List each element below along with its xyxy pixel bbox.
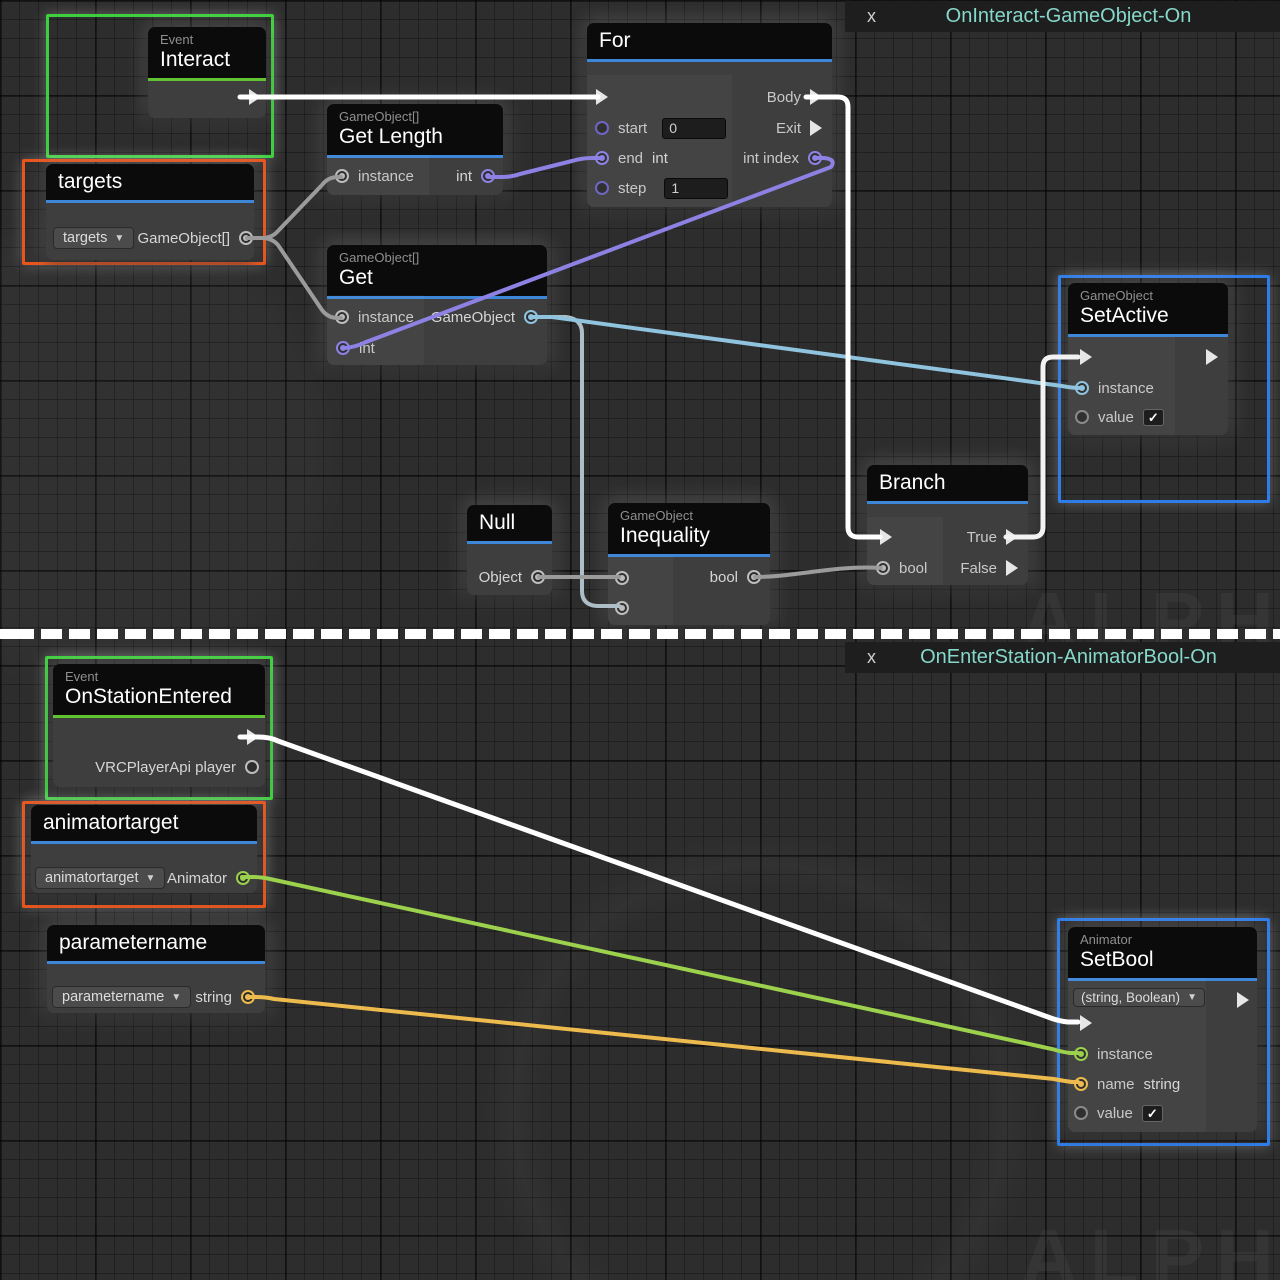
- node-null[interactable]: Null Object: [467, 505, 552, 595]
- start-value-field[interactable]: [662, 117, 727, 139]
- node-variable-animatortarget[interactable]: animatortarget animatortarget ▼ Animator: [31, 805, 257, 893]
- graph-tab-title: OnEnterStation-AnimatorBool-On: [920, 646, 1217, 668]
- background-ghost: [480, 830, 1040, 1280]
- node-kind-label: Event: [160, 32, 194, 47]
- flow-in-port[interactable]: [880, 529, 892, 545]
- output-type-label: GameObject[]: [137, 229, 230, 247]
- step-value-field[interactable]: [664, 177, 729, 199]
- node-get[interactable]: GameObject[] Get instance int GameObject: [327, 245, 547, 365]
- port-int-output[interactable]: [481, 169, 495, 183]
- node-title: SetActive: [1080, 304, 1169, 327]
- wire-animator-to-setbool-instance[interactable]: [240, 875, 1080, 1055]
- node-event-onstationentered[interactable]: Event OnStationEntered VRCPlayerApi play…: [53, 664, 265, 787]
- node-event-interact[interactable]: Event Interact: [148, 27, 266, 118]
- node-title: Branch: [879, 471, 946, 494]
- port-animator-output[interactable]: [236, 871, 250, 885]
- node-title: animatortarget: [43, 811, 179, 834]
- flow-out-port[interactable]: [249, 89, 261, 105]
- node-title: Inequality: [620, 524, 710, 547]
- graph-tab-top[interactable]: x OnInteract-GameObject-On: [845, 1, 1280, 32]
- node-variable-parametername[interactable]: parametername parametername ▼ string: [47, 925, 265, 1013]
- node-title: SetBool: [1080, 948, 1154, 971]
- overload-select-dropdown[interactable]: (string, Boolean) ▼: [1073, 987, 1205, 1007]
- port-value-input[interactable]: [1074, 1106, 1088, 1120]
- flow-true-out-port[interactable]: [1006, 529, 1018, 545]
- port-name-input[interactable]: [1074, 1077, 1088, 1091]
- port-bool-input[interactable]: [876, 561, 890, 575]
- value-checkbox[interactable]: ✓: [1142, 408, 1164, 426]
- port-object-output[interactable]: [531, 570, 545, 584]
- graph-tab-title: OnInteract-GameObject-On: [945, 5, 1192, 27]
- wire-inequality-to-branch-bool[interactable]: [753, 565, 883, 579]
- port-int-index-output[interactable]: [808, 151, 822, 165]
- node-title: Get: [339, 266, 373, 289]
- port-instance-input[interactable]: [1074, 1047, 1088, 1061]
- flow-false-out-port[interactable]: [1006, 560, 1018, 576]
- node-kind-label: GameObject[]: [339, 250, 420, 265]
- wire-onstationentered-to-setbool[interactable]: [237, 734, 1081, 1025]
- port-instance-input[interactable]: [335, 169, 349, 183]
- port-step-input[interactable]: [595, 181, 609, 195]
- port-a-input[interactable]: [615, 571, 629, 585]
- port-end-input[interactable]: [595, 151, 609, 165]
- flow-in-port[interactable]: [596, 89, 608, 105]
- node-branch[interactable]: Branch bool True False: [867, 465, 1028, 585]
- chevron-down-icon: ▼: [114, 232, 125, 244]
- node-title: parametername: [59, 931, 208, 954]
- alpha-watermark: ALPHA: [1020, 1212, 1280, 1280]
- flow-out-port[interactable]: [1206, 349, 1218, 365]
- node-title: targets: [58, 170, 123, 193]
- flow-exit-out-port[interactable]: [810, 120, 822, 136]
- port-gameobject-output[interactable]: [524, 310, 538, 324]
- port-instance-input[interactable]: [335, 310, 349, 324]
- port-bool-output[interactable]: [747, 570, 761, 584]
- node-kind-label: Event: [65, 669, 99, 684]
- close-tab-button[interactable]: x: [867, 647, 876, 667]
- output-type-label: Animator: [166, 869, 227, 887]
- node-kind-label: GameObject[]: [339, 109, 420, 124]
- node-title: Interact: [160, 48, 231, 71]
- variable-select-dropdown[interactable]: targets ▼: [53, 227, 135, 249]
- wire-string-to-setbool-name[interactable]: [245, 995, 1080, 1084]
- node-kind-label: GameObject: [1080, 288, 1153, 303]
- port-vrcplayerapi-output[interactable]: [245, 760, 259, 774]
- node-title: Get Length: [339, 125, 443, 148]
- wire-getlength-int-to-for-end[interactable]: [487, 156, 603, 179]
- chevron-down-icon: ▼: [145, 872, 156, 884]
- variable-select-dropdown[interactable]: parametername ▼: [52, 986, 192, 1008]
- chevron-down-icon: ▼: [171, 991, 182, 1003]
- close-tab-button[interactable]: x: [867, 6, 876, 26]
- graph-tab-bottom[interactable]: x OnEnterStation-AnimatorBool-On: [845, 642, 1280, 673]
- node-setactive[interactable]: GameObject SetActive instance value ✓: [1068, 283, 1228, 435]
- node-kind-label: GameObject: [620, 508, 693, 523]
- port-string-output[interactable]: [241, 990, 255, 1004]
- port-int-input[interactable]: [336, 341, 350, 355]
- node-title: For: [599, 29, 631, 52]
- wire-get-gameobject-to-setactive-instance[interactable]: [530, 315, 1083, 390]
- port-value-input[interactable]: [1075, 410, 1089, 424]
- flow-out-port[interactable]: [1237, 992, 1249, 1008]
- port-b-input[interactable]: [615, 601, 629, 615]
- background-ghost: [0, 200, 350, 700]
- flow-body-out-port[interactable]: [810, 89, 822, 105]
- node-kind-label: Animator: [1080, 932, 1133, 947]
- graph-split-divider: [0, 629, 1280, 639]
- node-variable-targets[interactable]: targets targets ▼ GameObject[]: [46, 164, 254, 260]
- node-title: Null: [479, 511, 516, 534]
- variable-select-dropdown[interactable]: animatortarget ▼: [35, 867, 166, 889]
- port-start-input[interactable]: [595, 121, 609, 135]
- node-get-length[interactable]: GameObject[] Get Length instance int: [327, 104, 503, 195]
- port-instance-input[interactable]: [1075, 381, 1089, 395]
- node-inequality[interactable]: GameObject Inequality bool: [608, 503, 770, 625]
- node-for[interactable]: For start end int step Body: [587, 23, 832, 207]
- value-checkbox[interactable]: ✓: [1141, 1104, 1163, 1122]
- flow-in-port[interactable]: [1080, 349, 1092, 365]
- chevron-down-icon: ▼: [1187, 991, 1197, 1003]
- flow-in-port[interactable]: [1080, 1015, 1092, 1031]
- node-setbool[interactable]: Animator SetBool (string, Boolean) ▼ ins…: [1068, 927, 1257, 1132]
- port-gameobject-array-output[interactable]: [239, 231, 253, 245]
- output-type-label: string: [195, 988, 232, 1006]
- flow-out-port[interactable]: [247, 729, 259, 745]
- node-title: OnStationEntered: [65, 685, 232, 708]
